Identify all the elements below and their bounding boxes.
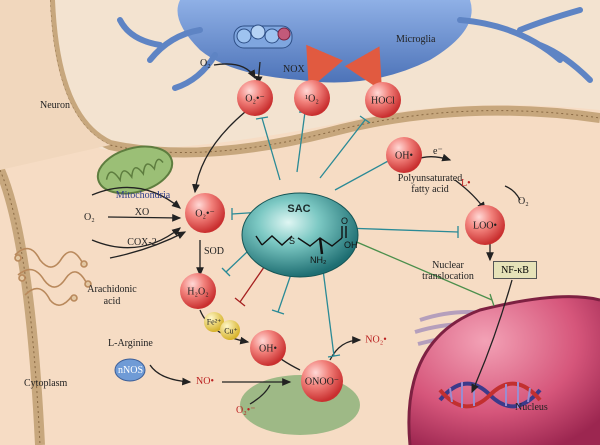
loo-text: LOO• bbox=[472, 220, 498, 232]
nnos-label: nNOS bbox=[118, 365, 144, 376]
no2-text: NO₂• bbox=[365, 334, 387, 346]
o2-left-label: O₂ bbox=[84, 212, 95, 223]
hydroxyl-top-text: OH• bbox=[395, 150, 413, 162]
hydroxyl-top-sphere bbox=[386, 137, 422, 173]
o2minus-bottom-label: O₂•⁻ bbox=[236, 405, 256, 416]
microglia-cell bbox=[117, 0, 593, 91]
cytoplasm-label: Cytoplasm bbox=[24, 378, 68, 389]
sac-oh-label: OH bbox=[344, 240, 358, 250]
nox-complex-icon bbox=[233, 24, 293, 49]
fe-text: Fe²⁺ bbox=[206, 317, 222, 327]
peroxynitrite-sphere bbox=[301, 360, 343, 402]
species-spheres bbox=[180, 80, 505, 402]
o2-top-label: O₂ bbox=[200, 58, 211, 69]
sac-nh2-label: NH₂ bbox=[310, 255, 327, 265]
singlet-oxygen-sphere bbox=[294, 80, 330, 116]
mitochondrion bbox=[96, 145, 174, 195]
nfkb-box: NF-κB bbox=[493, 261, 537, 279]
translocation-label: translocation bbox=[422, 271, 474, 282]
arachidonic-acid-cluster bbox=[14, 247, 92, 306]
hocl-sphere bbox=[365, 82, 401, 118]
nucleus-label: Nucleus bbox=[515, 402, 548, 413]
nox-label: NOX bbox=[283, 64, 305, 75]
nnos-icon bbox=[114, 358, 146, 382]
l-arginine-label: L-Arginine bbox=[108, 338, 153, 349]
no-radical-label: NO• bbox=[196, 376, 214, 387]
microglia-label: Microglia bbox=[396, 34, 436, 45]
h2o2-sphere bbox=[180, 273, 216, 309]
sod-label: SOD bbox=[204, 246, 225, 257]
hocl-text: HOCl bbox=[371, 95, 395, 107]
electron-label: e⁻ bbox=[433, 146, 443, 157]
lipid-radical-label: L• bbox=[461, 178, 471, 189]
dna-helix-icon bbox=[438, 381, 542, 409]
sac-o-label: O bbox=[341, 216, 349, 226]
arachidonic-label-2: acid bbox=[103, 296, 121, 307]
mitochondria-label: Mitochondria bbox=[115, 190, 171, 201]
nuclear-label: Nuclear bbox=[432, 260, 464, 271]
hydroxyl-bottom-text: OH• bbox=[259, 343, 277, 355]
superoxide-top-sphere bbox=[237, 80, 273, 116]
peroxynitrite-text: ONOO⁻ bbox=[304, 376, 340, 388]
pufa-label: Polyunsaturated bbox=[397, 173, 463, 184]
cu-text: Cu⁺ bbox=[224, 326, 238, 336]
singlet-oxygen-text: ¹O₂ bbox=[305, 93, 319, 105]
arachidonic-label: Arachidonic bbox=[87, 284, 137, 295]
superoxide-mid-sphere bbox=[185, 193, 225, 233]
sac-inhibition-lines bbox=[221, 111, 495, 358]
hydroxyl-bottom-sphere bbox=[250, 330, 286, 366]
loo-sphere bbox=[465, 205, 505, 245]
cu-sphere bbox=[220, 320, 240, 340]
neuron-left-region bbox=[0, 0, 110, 170]
cox2-label: COX-2 bbox=[127, 237, 157, 248]
sac-molecule bbox=[241, 192, 359, 278]
superoxide-mid-text: O₂•⁻ bbox=[195, 208, 215, 220]
h2o2-text: H₂O₂ bbox=[187, 286, 209, 298]
fe-sphere bbox=[204, 312, 224, 332]
microglia-release-arrows bbox=[306, 44, 382, 91]
nucleus-shape bbox=[407, 295, 600, 445]
o2-right-label: O₂ bbox=[518, 196, 529, 207]
neuron-label: Neuron bbox=[40, 100, 70, 111]
superoxide-top-text: O₂•⁻ bbox=[245, 93, 265, 105]
pufa-label-2: fatty acid bbox=[411, 184, 449, 195]
sac-s-label: S bbox=[289, 236, 296, 246]
xo-label: XO bbox=[134, 207, 150, 218]
sac-label: SAC bbox=[287, 203, 311, 215]
